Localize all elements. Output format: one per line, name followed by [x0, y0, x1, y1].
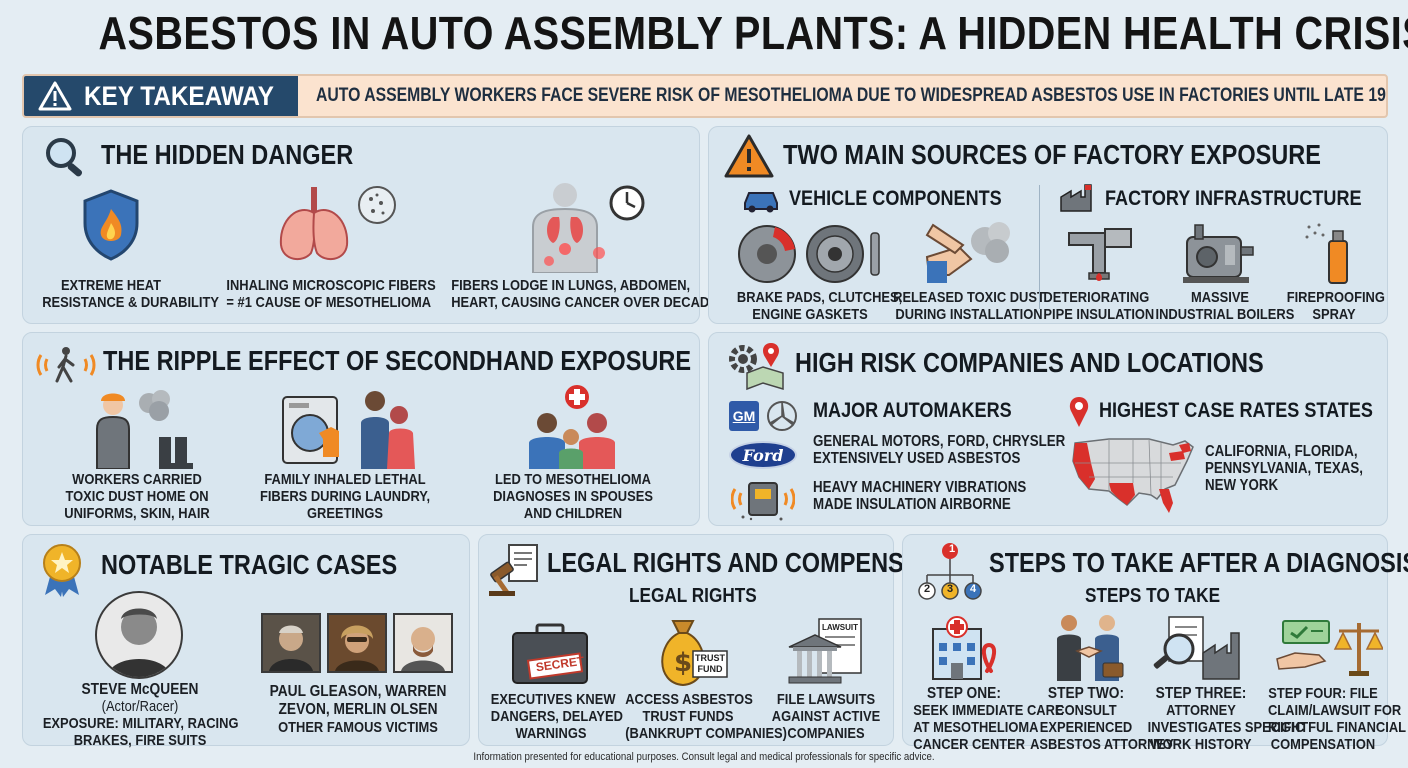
page-title: ASBESTOS IN AUTO ASSEMBLY PLANTS: A HIDD… — [98, 7, 1408, 59]
key-takeaway-text: AUTO ASSEMBLY WORKERS FACE SEVERE RISK O… — [316, 85, 1388, 106]
gavel-document-icon — [489, 544, 538, 596]
high-risk-companies-title: HIGH RISK COMPANIES AND LOCATIONS — [795, 347, 1264, 378]
compensation-scales-icon — [1276, 620, 1383, 676]
hidden-danger-title: THE HIDDEN DANGER — [101, 139, 354, 170]
us-map-icon — [1072, 438, 1194, 513]
trust-fund-label: TRUST FUND — [695, 653, 725, 674]
steps-panel: 1 2 3 4 STEPS TO TAKE AFTER A DIAGNOSIS … — [902, 534, 1408, 753]
key-takeaway-badge: KEY TAKEAWAY — [24, 76, 298, 116]
exposure-sources-panel: TWO MAIN SOURCES OF FACTORY EXPOSURE VEH… — [708, 126, 1388, 324]
walking-person-icon — [36, 347, 96, 383]
step-number-3: 3 — [946, 583, 954, 595]
portrait-photo-3 — [393, 613, 453, 673]
inhaling-fibers-caption: INHALING MICROSCOPIC FIBERS = #1 CAUSE O… — [226, 277, 436, 311]
boiler-icon — [1183, 224, 1254, 283]
brake-pads-caption: BRAKE PADS, CLUTCHES, ENGINE GASKETS — [736, 289, 903, 323]
spray-can-icon — [1305, 223, 1348, 284]
sources-divider — [1039, 185, 1040, 309]
family-inhaled-caption: FAMILY INHALED LETHAL FIBERS DURING LAUN… — [259, 471, 431, 522]
legal-rights-subtitle: LEGAL RIGHTS — [629, 585, 757, 607]
handshake-attorney-icon — [1057, 615, 1124, 681]
steps-title: STEPS TO TAKE AFTER A DIAGNOSIS — [989, 547, 1408, 578]
key-takeaway-label: KEY TAKEAWAY — [84, 80, 274, 111]
fire-shield-icon — [83, 189, 139, 261]
secret-briefcase-icon — [512, 623, 588, 684]
numbered-steps-icon — [918, 543, 982, 600]
portrait-silhouette-icon — [269, 625, 313, 671]
family-medical-icon — [529, 385, 615, 469]
spouses-children-caption: LED TO MESOTHELIOMA DIAGNOSES IN SPOUSES… — [493, 471, 653, 522]
automakers-caption: GENERAL MOTORS, FORD, CHRYSLER EXTENSIVE… — [813, 433, 1066, 467]
key-takeaway-banner: KEY TAKEAWAY AUTO ASSEMBLY WORKERS FACE … — [22, 74, 1388, 118]
courthouse-lawsuit-icon — [788, 618, 862, 684]
step-three-caption: STEP THREE: ATTORNEY INVESTIGATES SPECIF… — [1147, 685, 1305, 753]
brake-disc-icon — [738, 225, 880, 283]
portrait-silhouette-icon — [107, 608, 171, 677]
gm-logo: GM — [729, 401, 759, 431]
step-number-1: 1 — [948, 543, 956, 555]
fibers-lodge-caption: FIBERS LODGE IN LUNGS, ABDOMEN, HEART, C… — [451, 277, 727, 311]
step-one-caption: STEP ONE: SEEK IMMEDIATE CARE AT MESOTHE… — [913, 685, 1064, 753]
industrial-boilers-caption: MASSIVE INDUSTRIAL BOILERS — [1155, 289, 1295, 323]
lungs-icon — [279, 186, 396, 261]
portrait-silhouette-icon — [335, 625, 379, 671]
step-four-caption: STEP FOUR: FILE CLAIM/LAWSUIT FOR RIGHTF… — [1267, 685, 1407, 753]
warning-icon — [38, 81, 72, 111]
portrait-photo-2 — [327, 613, 387, 673]
file-lawsuits-caption: FILE LAWSUITS AGAINST ACTIVE COMPANIES — [771, 691, 881, 742]
workers-carried-caption: WORKERS CARRIED TOXIC DUST HOME ON UNIFO… — [64, 471, 210, 522]
step-two-caption: STEP TWO: CONSULT EXPERIENCED ASBESTOS A… — [1030, 685, 1174, 753]
high-risk-companies-panel: HIGH RISK COMPANIES AND LOCATIONS GM For… — [708, 332, 1388, 526]
vehicle-components-title: VEHICLE COMPONENTS — [789, 187, 1002, 210]
map-pin-icon — [1069, 397, 1089, 427]
steve-mcqueen-portrait — [95, 591, 183, 679]
mcqueen-caption: STEVE McQUEEN (Actor/Racer) EXPOSURE: MI… — [42, 681, 239, 749]
money-bag-icon: $ — [661, 620, 728, 687]
investigate-factory-icon — [1153, 616, 1240, 680]
worker-dust-icon — [96, 390, 193, 469]
step-number-2: 2 — [923, 583, 931, 595]
highest-case-states-title: HIGHEST CASE RATES STATES — [1099, 399, 1373, 422]
factory-icon — [1060, 184, 1092, 212]
hidden-danger-panel: THE HIDDEN DANGER EXTREME HEAT RESISTANC… — [22, 126, 727, 324]
trust-funds-caption: ACCESS ASBESTOS TRUST FUNDS (BANKRUPT CO… — [625, 691, 787, 742]
states-caption: CALIFORNIA, FLORIDA, PENNSYLVANIA, TEXAS… — [1205, 443, 1364, 494]
ripple-effect-title: THE RIPPLE EFFECT OF SECONDHAND EXPOSURE — [103, 345, 692, 376]
svg-text:$: $ — [674, 648, 692, 678]
gear-map-pin-icon — [729, 343, 784, 391]
major-automakers-title: MAJOR AUTOMAKERS — [813, 399, 1012, 422]
factory-infrastructure-title: FACTORY INFRASTRUCTURE — [1105, 187, 1362, 210]
dust-hands-icon — [925, 222, 1010, 283]
warning-triangle-icon — [724, 134, 774, 178]
fireproofing-spray-caption: FIREPROOFING SPRAY — [1286, 289, 1385, 323]
mercedes-logo-icon — [767, 401, 797, 431]
notable-cases-panel: NOTABLE TRAGIC CASES STEVE McQUEEN (Acto… — [22, 534, 470, 749]
portrait-photo-1 — [261, 613, 321, 673]
footer-disclaimer: Information presented for educational pu… — [473, 751, 935, 763]
steps-subtitle: STEPS TO TAKE — [1085, 585, 1221, 607]
vibrating-machine-icon — [731, 482, 795, 521]
executives-knew-caption: EXECUTIVES KNEW DANGERS, DELAYED WARNING… — [490, 691, 623, 742]
toxic-dust-caption: RELEASED TOXIC DUST DURING INSTALLATION — [893, 289, 1045, 323]
legal-rights-panel: LEGAL RIGHTS AND COMPENSATION LEGAL RIGH… — [478, 534, 975, 746]
other-victims-caption: PAUL GLEASON, WARREN ZEVON, MERLIN OLSEN… — [269, 683, 447, 736]
heat-resistance-caption: EXTREME HEAT RESISTANCE & DURABILITY — [42, 277, 219, 311]
notable-cases-title: NOTABLE TRAGIC CASES — [101, 549, 398, 580]
leaking-pipe-icon — [1068, 228, 1132, 281]
machinery-caption: HEAVY MACHINERY VIBRATIONS MADE INSULATI… — [813, 479, 1027, 513]
car-icon — [744, 192, 778, 213]
magnifier-icon — [46, 138, 83, 177]
step-number-4: 4 — [969, 583, 977, 595]
body-clock-icon — [532, 183, 645, 273]
ripple-effect-panel: THE RIPPLE EFFECT OF SECONDHAND EXPOSURE… — [22, 332, 700, 526]
portrait-silhouette-icon — [401, 627, 445, 671]
cancer-center-icon — [932, 616, 996, 680]
pipe-insulation-caption: DETERIORATING PIPE INSULATION — [1043, 289, 1155, 323]
laundry-family-icon — [282, 391, 415, 469]
award-ribbon-icon — [43, 544, 81, 597]
exposure-sources-title: TWO MAIN SOURCES OF FACTORY EXPOSURE — [783, 139, 1321, 170]
ford-logo: Ford — [729, 441, 797, 469]
lawsuit-label: LAWSUIT — [822, 623, 858, 632]
